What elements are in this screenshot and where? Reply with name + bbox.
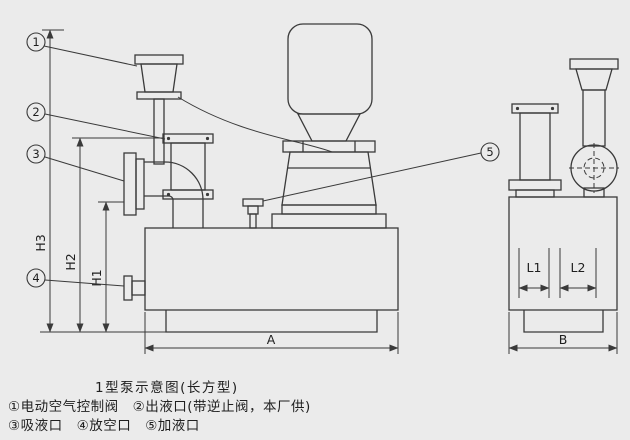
- bolt-dot: [205, 192, 210, 197]
- suction-flange: [123, 152, 137, 216]
- valve-bell: [140, 63, 178, 93]
- tank-body: [144, 227, 399, 311]
- check-valve-bottom-flange: [162, 189, 214, 200]
- callout-circle-2: [26, 102, 46, 122]
- dim-b-label: B: [559, 332, 568, 347]
- callout-number-4: 4: [32, 271, 39, 285]
- callout-number-3: 3: [32, 147, 39, 161]
- pump-base-lower: [271, 213, 387, 229]
- legend-line-1: ①电动空气控制阀 ②出液口(带逆止阀，本厂供): [8, 399, 311, 415]
- valve-stem: [153, 98, 165, 165]
- callouts: 1 2 3 4 5: [26, 32, 500, 288]
- air-control-valve: [134, 54, 184, 165]
- callout-number-2: 2: [32, 105, 39, 119]
- elbow-inner: [144, 195, 174, 228]
- motor-adapter: [296, 113, 362, 142]
- vent-port: [123, 275, 146, 301]
- pump-bracket: [281, 151, 377, 206]
- drawing-title: 1型泵示意图(长方型): [95, 379, 239, 396]
- outlet-check-valve: [162, 133, 214, 200]
- leader-line: [43, 45, 138, 67]
- valve-top-plate: [134, 54, 184, 65]
- side-pump-cap: [569, 58, 619, 70]
- motor-body: [287, 23, 373, 115]
- callout-circle-3: [26, 144, 46, 164]
- legend-line-2: ③吸液口 ④放空口 ⑤加液口: [8, 418, 200, 434]
- bolt-dot: [205, 136, 210, 141]
- dim-h3-label: H3: [33, 234, 48, 251]
- filling-port-cap: [242, 198, 264, 207]
- tank-base: [165, 310, 378, 333]
- side-pump-column-body: [582, 89, 606, 147]
- side-valve-column: [508, 103, 562, 198]
- check-valve-top-flange: [162, 133, 214, 144]
- bolt-dot: [166, 136, 171, 141]
- leader-line: [44, 113, 166, 140]
- side-tank-body: [508, 196, 618, 311]
- callout-number-5: 5: [486, 145, 493, 159]
- side-valve-bottom-flange: [508, 179, 562, 191]
- leader-line: [262, 152, 482, 202]
- dim-a-label: A: [267, 332, 276, 347]
- side-view: [508, 58, 619, 333]
- suction-elbow: [123, 152, 204, 228]
- dimension-lines: [40, 29, 618, 354]
- callout-circle-4: [26, 268, 46, 288]
- leader-line: [44, 279, 125, 287]
- side-pump-cap-taper: [575, 68, 613, 91]
- callout-5: 5: [262, 142, 500, 202]
- dim-h2-label: H2: [63, 253, 78, 270]
- side-valve-body: [519, 112, 551, 181]
- pump-base-upper: [281, 204, 377, 215]
- bolt-dot: [166, 192, 171, 197]
- callout-3: 3: [26, 144, 125, 182]
- callout-2: 2: [26, 102, 166, 140]
- bolt-dot: [550, 106, 555, 111]
- vent-flange: [123, 275, 133, 301]
- dim-h1-label: H1: [89, 269, 104, 286]
- side-tank-base: [523, 310, 604, 333]
- callout-4: 4: [26, 268, 125, 288]
- check-valve-body: [170, 142, 206, 191]
- callout-1: 1: [26, 32, 138, 67]
- valve-flange: [136, 91, 182, 100]
- suction-flange-plate: [135, 158, 145, 210]
- air-hose: [177, 96, 333, 153]
- vent-pipe: [131, 280, 146, 296]
- dim-l2-label: L2: [571, 260, 586, 275]
- callout-number-1: 1: [32, 35, 39, 49]
- filling-port: [242, 198, 264, 229]
- side-pump-column: [569, 58, 619, 198]
- front-view: [123, 23, 399, 333]
- callout-circle-1: [26, 32, 46, 52]
- filling-port-stem: [249, 213, 257, 229]
- filling-port-neck: [247, 205, 259, 215]
- bolt-dot: [515, 106, 520, 111]
- elbow-outer: [144, 161, 204, 228]
- coupling-flange: [282, 140, 376, 153]
- callout-circle-5: [480, 142, 500, 162]
- side-valve-base: [515, 189, 555, 198]
- dim-l1-label: L1: [527, 260, 542, 275]
- leader-line: [44, 156, 125, 182]
